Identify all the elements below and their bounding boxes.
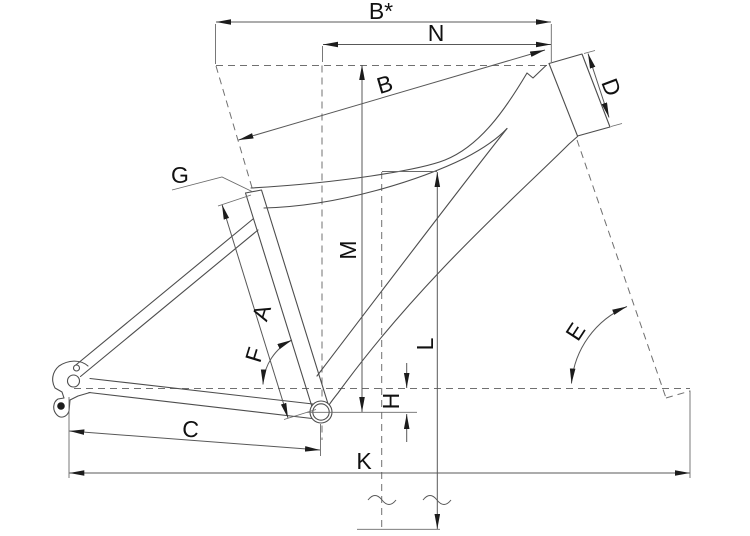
dim-f-arc — [260, 339, 293, 385]
top-tube-upper-edge — [250, 64, 547, 189]
dim-label-l: L — [412, 337, 438, 350]
dropout-pivot-hole — [72, 364, 81, 372]
dim-label-a: A — [247, 301, 277, 324]
derailleur-hanger-bolt — [57, 402, 65, 410]
break-mark-left — [367, 495, 397, 505]
dim-label-n: N — [428, 20, 445, 46]
dim-l-references — [357, 171, 440, 530]
dim-d-line — [587, 53, 610, 118]
seat-tube — [244, 189, 330, 411]
dim-label-b: B — [374, 70, 396, 99]
dim-label-h: H — [378, 393, 404, 410]
dim-d-extensions — [583, 50, 623, 127]
down-tube-upper-edge — [316, 127, 508, 377]
dim-label-m: M — [335, 240, 361, 259]
fork-offset-reference — [665, 390, 691, 399]
seat-tube-axis-extension — [215, 65, 254, 192]
dim-b-line — [238, 49, 546, 141]
dim-label-b-star: B* — [369, 0, 393, 24]
dim-g-leader — [171, 176, 253, 192]
dim-e-arc — [569, 306, 628, 384]
dim-label-c: C — [181, 415, 199, 442]
down-tube-lower-edge — [328, 135, 579, 406]
dim-label-k: K — [356, 448, 372, 474]
dim-c-line — [69, 429, 321, 452]
dim-label-d: D — [596, 75, 626, 100]
seat-stay — [73, 218, 259, 378]
break-mark-right — [422, 495, 452, 505]
rear-axle-hole — [66, 374, 81, 388]
dim-c-extensions — [68, 397, 321, 478]
dim-a-extensions — [217, 194, 317, 420]
dimension-labels: B* N B D G M A F E L H C K — [171, 0, 627, 474]
dim-label-f: F — [240, 344, 269, 365]
frame-drawing — [52, 53, 611, 424]
steering-axis-reference — [576, 139, 667, 399]
dim-b-star-extensions — [215, 24, 552, 64]
head-tube — [548, 53, 611, 137]
dim-label-g: G — [171, 162, 189, 188]
reference-lines — [74, 65, 691, 530]
chain-stay — [88, 377, 314, 420]
rear-dropout — [52, 360, 91, 418]
dimension-lines — [68, 19, 691, 530]
top-tube-lower-edge — [263, 127, 508, 209]
